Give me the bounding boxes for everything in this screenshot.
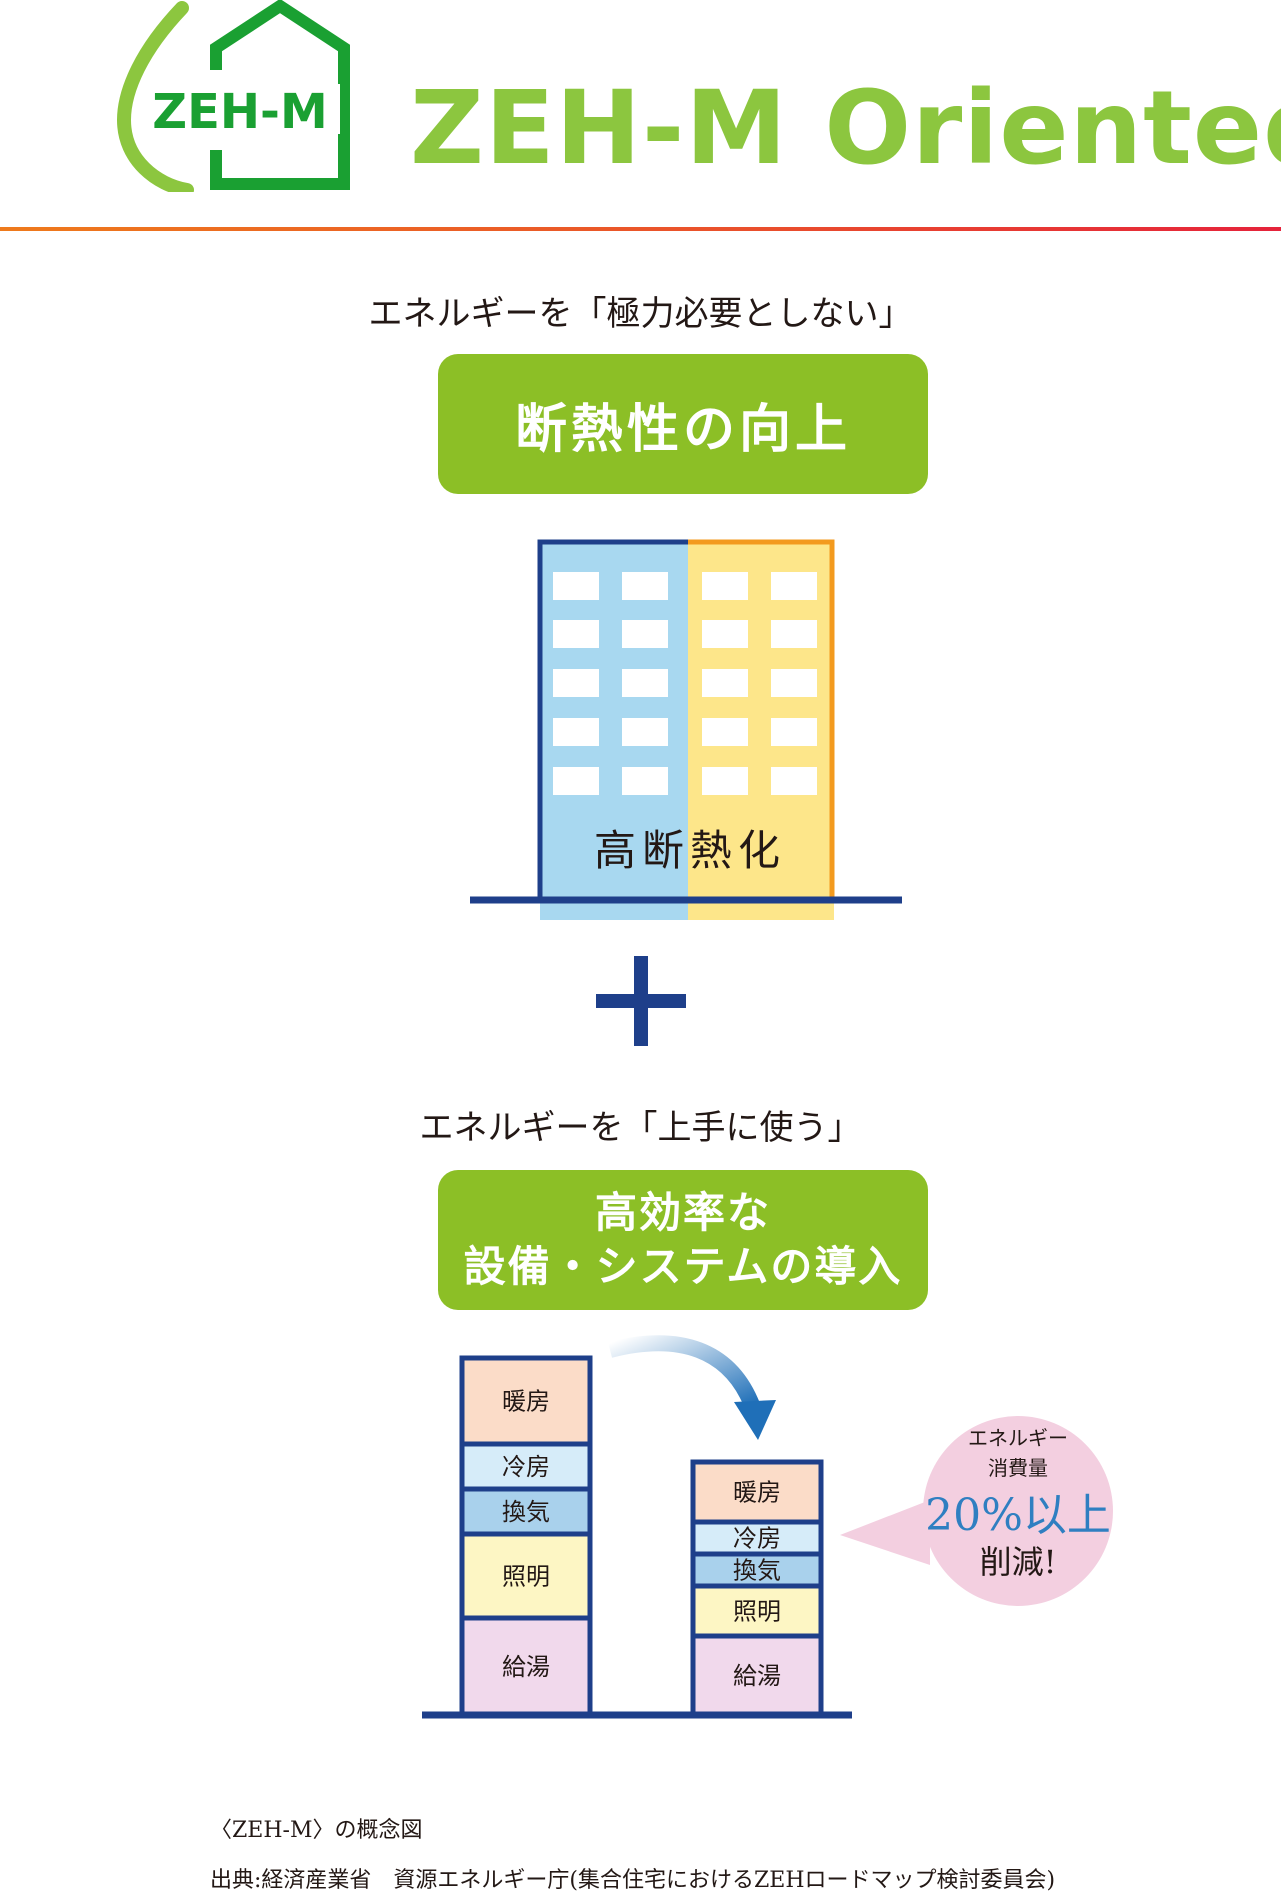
building-window <box>771 669 817 697</box>
building-window <box>622 620 668 648</box>
cooling-segment <box>459 1441 593 1492</box>
page-title: ZEH-M Oriented <box>410 69 1281 188</box>
hotwater-segment-label: 給湯 <box>502 1653 550 1681</box>
logo-text: ZEH-M <box>152 84 327 140</box>
caption-use-wisely: エネルギーを「上手に使う」 <box>419 1108 862 1148</box>
hotwater-segment <box>690 1633 824 1718</box>
ventilation-segment-label: 換気 <box>502 1498 550 1526</box>
source-note: 出典:経済産業省 資源エネルギー庁(集合住宅におけるZEHロードマップ検討委員会… <box>210 1868 1056 1893</box>
building-label: 高断熱化 <box>594 826 786 875</box>
bubble-line3: 削減! <box>980 1543 1057 1581</box>
building-window <box>553 767 599 795</box>
insulation-label-box: 断熱性の向上 <box>438 354 928 494</box>
hotwater-segment <box>459 1615 593 1718</box>
building-window <box>771 718 817 746</box>
building-window <box>622 718 668 746</box>
ventilation-segment <box>459 1486 593 1537</box>
bubble-highlight: 20%以上 <box>925 1490 1111 1541</box>
building-window <box>702 718 748 746</box>
heating-segment-label: 暖房 <box>502 1388 550 1416</box>
zeh-m-logo-icon: ZEH-M <box>116 0 350 197</box>
building-illustration: 高断熱化 <box>470 539 902 920</box>
building-window <box>553 572 599 600</box>
building-window <box>553 669 599 697</box>
bubble-line2: 消費量 <box>988 1456 1048 1480</box>
heating-segment-label: 暖房 <box>733 1479 781 1507</box>
building-windows <box>553 572 817 795</box>
zeh-m-logo: ZEH-M <box>112 0 352 197</box>
lighting-segment-label: 照明 <box>502 1563 550 1591</box>
caption-reduce-need: エネルギーを「極力必要としない」 <box>368 294 913 334</box>
equipment-label-box: 高効率な 設備・システムの導入 <box>438 1170 928 1310</box>
cooling-segment-label: 冷房 <box>502 1453 550 1481</box>
building-window <box>702 620 748 648</box>
bubble-line1: エネルギー <box>968 1426 1068 1450</box>
hotwater-segment-label: 給湯 <box>733 1662 781 1690</box>
plus-icon <box>596 956 686 1046</box>
building-window <box>553 718 599 746</box>
cooling-segment-label: 冷房 <box>733 1525 781 1553</box>
equipment-label-line1: 高効率な <box>594 1188 771 1237</box>
lighting-segment <box>690 1583 824 1639</box>
reduction-arrow-icon <box>608 1335 776 1440</box>
building-window <box>622 669 668 697</box>
ventilation-segment-label: 換気 <box>733 1557 781 1585</box>
cooling-segment <box>690 1519 824 1557</box>
building-window <box>702 572 748 600</box>
lighting-segment-label: 照明 <box>733 1598 781 1626</box>
equipment-label-line2: 設備・システムの導入 <box>463 1242 903 1291</box>
figure-caption: 〈ZEH-M〉の概念図 <box>210 1818 423 1843</box>
divider <box>0 227 1281 231</box>
building-window <box>702 669 748 697</box>
building-window <box>553 620 599 648</box>
building-window <box>771 620 817 648</box>
building-window <box>622 767 668 795</box>
building-window <box>771 767 817 795</box>
reduction-bubble: エネルギー 消費量 20%以上 削減! <box>840 1416 1113 1606</box>
heating-segment <box>459 1355 593 1447</box>
building-window <box>702 767 748 795</box>
building-window <box>771 572 817 600</box>
insulation-label: 断熱性の向上 <box>514 399 851 460</box>
building-window <box>622 572 668 600</box>
